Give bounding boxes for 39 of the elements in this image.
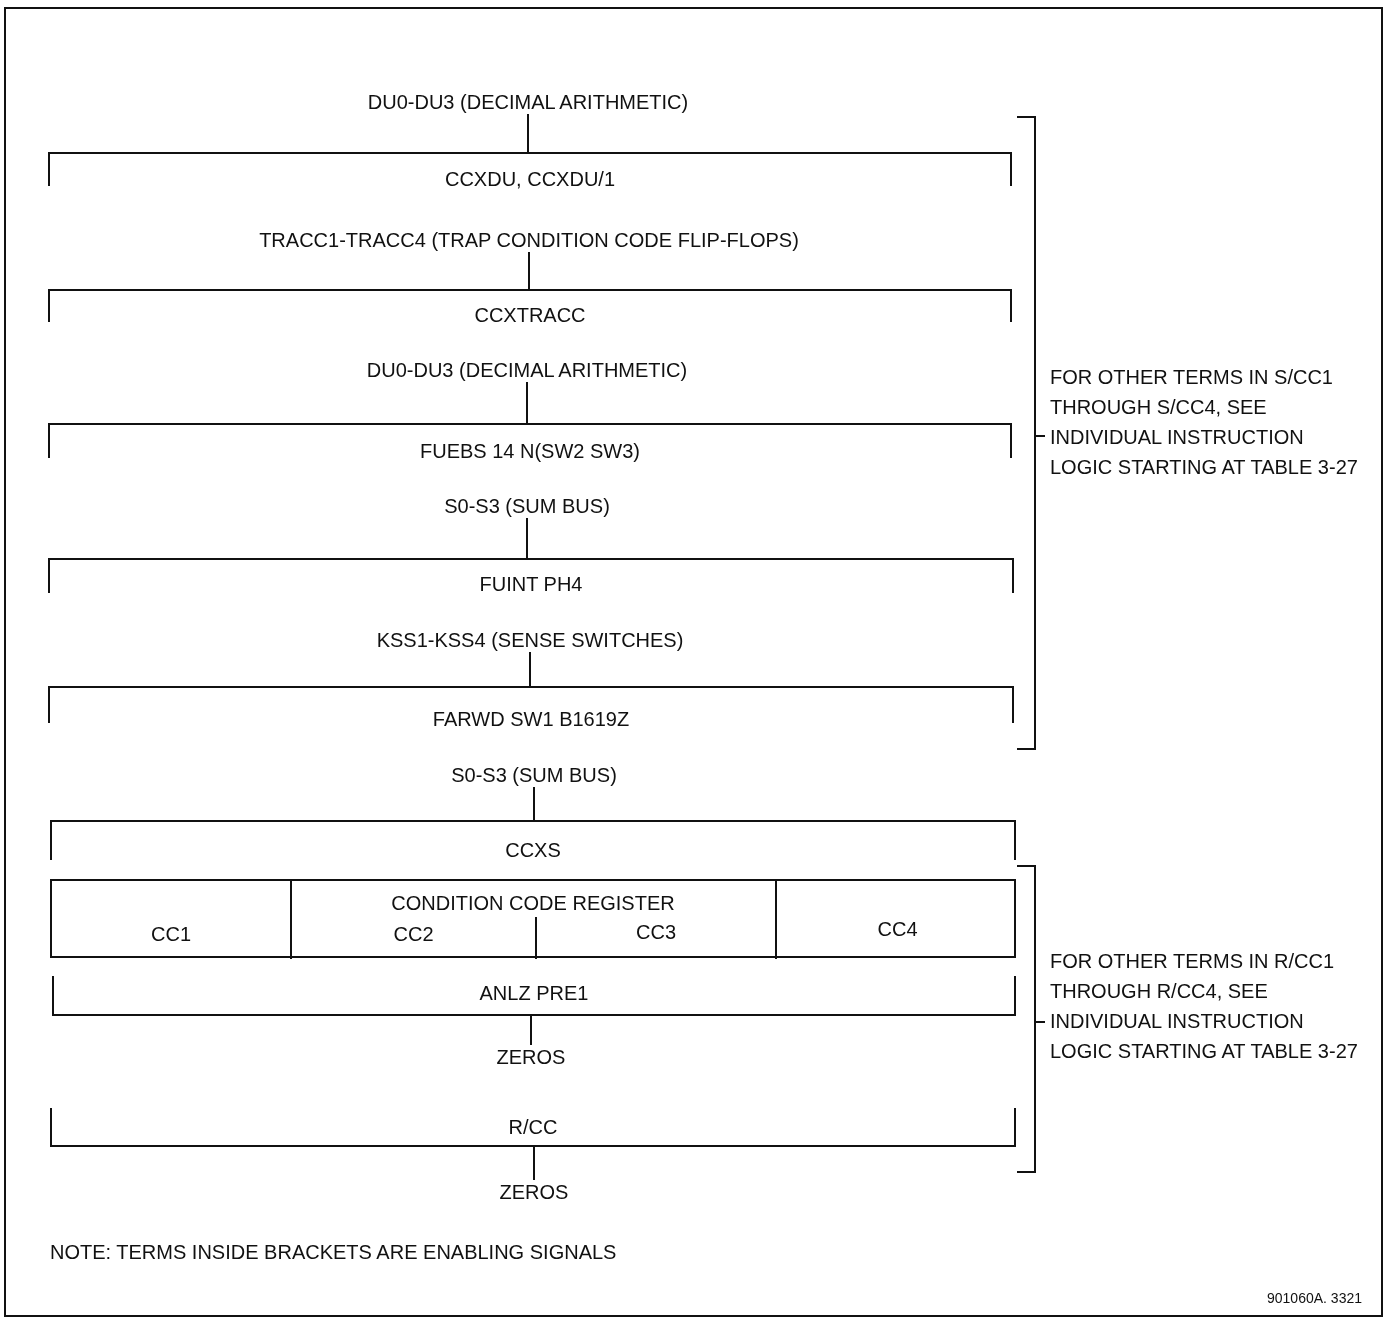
connector-line	[530, 1015, 532, 1046]
register-heading: CONDITION CODE REGISTER	[391, 891, 675, 915]
enable-signal-text: ANLZ PRE1	[479, 981, 589, 1005]
register-box	[50, 879, 1016, 958]
enable-bracket	[50, 820, 1016, 860]
enable-bracket	[48, 289, 1012, 322]
signal-text: DU0-DU3 (DECIMAL ARITHMETIC)	[366, 358, 688, 382]
enable-bracket	[48, 558, 1014, 593]
signal-text: S0-S3 (SUM BUS)	[451, 763, 617, 787]
connector-line	[526, 381, 528, 424]
connector-line	[533, 786, 535, 821]
enable-signal-text: R/CC	[508, 1115, 558, 1139]
enable-signal-text: CCXDU, CCXDU/1	[445, 167, 615, 191]
cell-label: CC3	[636, 920, 676, 944]
signal-text: S0-S3 (SUM BUS)	[444, 494, 610, 518]
connector-line	[529, 651, 531, 687]
signal-text: DU0-DU3 (DECIMAL ARITHMETIC)	[367, 90, 689, 114]
enable-signal-text: FUINT PH4	[479, 572, 583, 596]
signal-text: ZEROS	[496, 1045, 566, 1069]
cell-label: CC2	[393, 922, 434, 946]
enable-signal-text: FUEBS 14 N(SW2 SW3)	[420, 439, 640, 463]
enable-bracket	[52, 976, 1016, 1016]
signal-text: KSS1-KSS4 (SENSE SWITCHES)	[376, 628, 684, 652]
connector-line	[528, 251, 530, 290]
footnote: NOTE: TERMS INSIDE BRACKETS ARE ENABLING SIGNALS	[50, 1240, 617, 1265]
connector-line	[526, 517, 528, 559]
connector-line	[527, 113, 529, 153]
note-text: FOR OTHER TERMS IN R/CC1 THROUGH R/CC4, SEE INDIVIDUAL INSTRUCTION LOGIC STARTING AT TABLE 3-27	[1050, 949, 1359, 1064]
figure-number: 901060A. 3321	[1267, 1289, 1362, 1308]
enable-signal-text: CCXS	[505, 838, 561, 862]
enable-signal-text: FARWD SW1 B1619Z	[432, 707, 630, 731]
enable-signal-text: CCXTRACC	[474, 303, 586, 327]
cell-label: CC4	[877, 917, 918, 941]
signal-text: TRACC1-TRACC4 (TRAP CONDITION CODE FLIP-FLOPS)	[259, 228, 799, 252]
note-text: FOR OTHER TERMS IN S/CC1 THROUGH S/CC4, SEE INDIVIDUAL INSTRUCTION LOGIC STARTING AT TABLE 3-27	[1050, 365, 1359, 480]
cell-label: CC1	[151, 922, 191, 946]
signal-text: ZEROS	[499, 1180, 569, 1204]
enable-bracket	[50, 1108, 1016, 1147]
connector-line	[533, 1146, 535, 1181]
